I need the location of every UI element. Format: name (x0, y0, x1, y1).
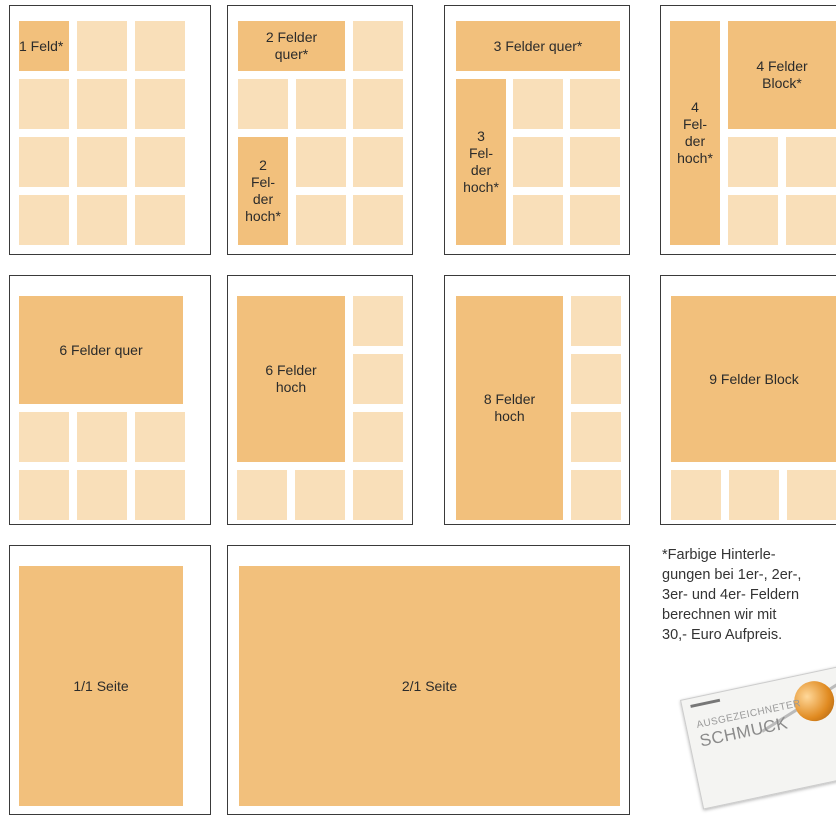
cell (295, 470, 345, 520)
cell (570, 195, 620, 245)
cell (786, 195, 836, 245)
layout-1-1-seite: 1/1 Seite (9, 545, 211, 815)
label-4-felder-block: 4 Felder Block* (756, 58, 807, 92)
cell (77, 137, 127, 187)
cell (787, 470, 836, 520)
cell (353, 195, 403, 245)
block-4-felder-hoch: 4 Fel- der hoch* (670, 21, 720, 245)
label-2-1-seite: 2/1 Seite (402, 678, 457, 695)
label-3-felder-quer: 3 Felder quer* (494, 38, 583, 55)
label-1-feld: 1 Feld* (19, 38, 63, 55)
label-6-felder-hoch: 6 Felder hoch (265, 362, 316, 396)
cell (571, 470, 621, 520)
block-1-feld: 1 Feld* (19, 21, 69, 71)
cell (728, 195, 778, 245)
block-3-felder-hoch: 3 Fel- der hoch* (456, 79, 506, 245)
block-2-felder-quer: 2 Felder quer* (238, 21, 345, 71)
layout-6-felder-quer: 6 Felder quer (9, 275, 211, 525)
cell (77, 79, 127, 129)
cell (513, 137, 563, 187)
cell (571, 296, 621, 346)
cell (513, 79, 563, 129)
cell (296, 137, 346, 187)
layout-3-felder: 3 Felder quer* 3 Fel- der hoch* (444, 5, 630, 255)
label-8-felder-hoch: 8 Felder hoch (484, 391, 535, 425)
block-2-felder-hoch: 2 Fel- der hoch* (238, 137, 288, 245)
cell (135, 412, 185, 462)
layout-8-felder-hoch: 8 Felder hoch (444, 275, 630, 525)
note-line: *Farbige Hinterle- (662, 545, 836, 565)
cell (353, 296, 403, 346)
note-line: berechnen wir mit (662, 605, 836, 625)
cell (296, 195, 346, 245)
surcharge-note: *Farbige Hinterle- gungen bei 1er-, 2er-… (662, 545, 836, 645)
note-line: gungen bei 1er-, 2er-, (662, 565, 836, 585)
layout-6-felder-hoch: 6 Felder hoch (227, 275, 413, 525)
layout-2-felder: 2 Felder quer* 2 Fel- der hoch* (227, 5, 413, 255)
cell (728, 137, 778, 187)
block-3-felder-quer: 3 Felder quer* (456, 21, 620, 71)
label-2-felder-quer: 2 Felder quer* (266, 29, 317, 63)
cell (77, 21, 127, 71)
cell (19, 195, 69, 245)
label-3-felder-hoch: 3 Fel- der hoch* (463, 128, 499, 196)
block-4-felder-block: 4 Felder Block* (728, 21, 836, 129)
cell (729, 470, 779, 520)
cell (77, 470, 127, 520)
note-line: 3er- und 4er- Feldern (662, 585, 836, 605)
cell (353, 412, 403, 462)
cell (135, 79, 185, 129)
ad-format-overview: { "frames": [ {"id": "f1", "cells": ["r0… (0, 0, 836, 796)
cell (135, 137, 185, 187)
cell (571, 412, 621, 462)
cell (77, 412, 127, 462)
cell (353, 137, 403, 187)
cell (135, 470, 185, 520)
cell (237, 470, 287, 520)
block-6-felder-hoch: 6 Felder hoch (237, 296, 345, 462)
label-2-felder-hoch: 2 Fel- der hoch* (245, 157, 281, 225)
layout-1-feld: 1 Feld* (9, 5, 211, 255)
block-9-felder-block: 9 Felder Block (671, 296, 836, 462)
cell (353, 79, 403, 129)
magazine-preview-image: AUSGEZEICHNETER SCHMUCK (680, 664, 836, 809)
label-6-felder-quer: 6 Felder quer (59, 342, 142, 359)
cell (19, 137, 69, 187)
cell (296, 79, 346, 129)
note-line: 30,- Euro Aufpreis. (662, 625, 836, 645)
cell (19, 412, 69, 462)
cell (19, 79, 69, 129)
cell (353, 21, 403, 71)
cell (353, 470, 403, 520)
cell (353, 354, 403, 404)
cell (786, 137, 836, 187)
block-6-felder-quer: 6 Felder quer (19, 296, 183, 404)
cell (77, 195, 127, 245)
cell (513, 195, 563, 245)
cell (135, 195, 185, 245)
cell (671, 470, 721, 520)
cell (570, 137, 620, 187)
cell (19, 470, 69, 520)
block-2-1-seite: 2/1 Seite (239, 566, 620, 806)
label-1-1-seite: 1/1 Seite (73, 678, 128, 695)
label-9-felder-block: 9 Felder Block (709, 371, 798, 388)
cell (570, 79, 620, 129)
label-4-felder-hoch: 4 Fel- der hoch* (677, 99, 713, 167)
block-1-1-seite: 1/1 Seite (19, 566, 183, 806)
layout-9-felder-block: 9 Felder Block (660, 275, 836, 525)
layout-4-felder: 4 Fel- der hoch* 4 Felder Block* (660, 5, 836, 255)
cell (135, 21, 185, 71)
layout-2-1-seite: 2/1 Seite (227, 545, 630, 815)
cell (571, 354, 621, 404)
cell (238, 79, 288, 129)
magazine-masthead (690, 699, 720, 708)
block-8-felder-hoch: 8 Felder hoch (456, 296, 563, 520)
